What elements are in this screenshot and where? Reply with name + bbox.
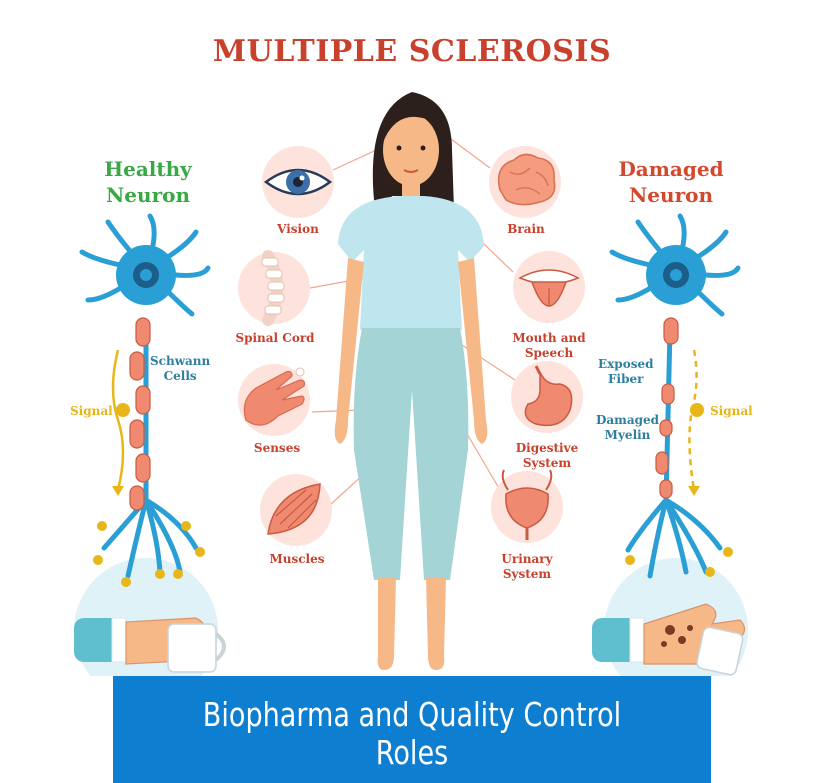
- label-digestive-line-1: Digestive: [515, 441, 579, 455]
- synapse-dots-damaged: [625, 547, 733, 577]
- caption-banner: Biopharma and Quality Control Roles: [113, 676, 711, 783]
- label-vision-text: Vision: [277, 222, 319, 236]
- label-urinary-line-2: System: [502, 567, 552, 581]
- label-healthy-signal-text: Signal: [70, 404, 113, 418]
- label-schwann-cells: Schwann Cells: [150, 354, 210, 384]
- label-mouth-line-2: Speech: [524, 346, 574, 360]
- label-spinal-cord-text: Spinal Cord: [235, 331, 315, 345]
- label-damaged-signal-text: Signal: [710, 404, 753, 418]
- caption-text: Biopharma and Quality Control Roles: [167, 696, 657, 772]
- label-damaged-myelin: Damaged Myelin: [596, 413, 659, 443]
- senses-icon: [238, 364, 310, 436]
- label-schwann-line-2: Cells: [163, 369, 197, 383]
- label-healthy-signal: Signal: [70, 404, 113, 419]
- label-schwann-line-1: Schwann: [150, 354, 211, 368]
- label-spinal-cord: Spinal Cord: [215, 331, 335, 346]
- label-senses: Senses: [217, 441, 337, 456]
- label-mouth-line-1: Mouth and: [512, 331, 586, 345]
- vision-icon: [262, 146, 334, 218]
- label-digestive: Digestive System: [487, 441, 607, 471]
- healthy-hand-icon: [74, 617, 226, 673]
- caption-line-1: Biopharma and Quality Control: [202, 695, 622, 734]
- label-brain: Brain: [466, 222, 586, 237]
- label-digestive-line-2: System: [522, 456, 572, 470]
- healthy-neuron-title: Healthy Neuron: [58, 156, 238, 208]
- damaged-neuron-title: Damaged Neuron: [581, 156, 761, 208]
- damaged-title-line-1: Damaged: [618, 157, 724, 181]
- synapse-dots: [93, 521, 205, 587]
- brain-icon: [489, 146, 561, 218]
- diagram-title: MULTIPLE SCLEROSIS: [212, 34, 612, 69]
- label-myelin-line-2: Myelin: [604, 428, 651, 442]
- label-urinary: Urinary System: [467, 552, 587, 582]
- damaged-hand-icon: [592, 603, 746, 676]
- label-muscles-text: Muscles: [269, 552, 325, 566]
- spinal-cord-icon: [238, 250, 310, 326]
- muscles-icon: [260, 474, 332, 546]
- label-urinary-line-1: Urinary: [501, 552, 553, 566]
- damaged-neuron: [609, 213, 741, 579]
- healthy-neuron: [79, 213, 211, 587]
- label-vision: Vision: [238, 222, 358, 237]
- label-myelin-line-1: Damaged: [596, 413, 660, 427]
- healthy-title-line-2: Neuron: [106, 183, 190, 207]
- caption-line-2: Roles: [375, 733, 449, 772]
- label-brain-text: Brain: [507, 222, 545, 236]
- label-mouth: Mouth and Speech: [489, 331, 609, 361]
- label-muscles: Muscles: [237, 552, 357, 567]
- label-exposed-line-1: Exposed: [598, 357, 654, 371]
- healthy-title-line-1: Healthy: [104, 157, 192, 181]
- woman-figure: [334, 92, 488, 670]
- urinary-icon: [491, 469, 563, 543]
- damaged-title-line-2: Neuron: [629, 183, 713, 207]
- label-exposed-line-2: Fiber: [608, 372, 644, 386]
- label-damaged-signal: Signal: [710, 404, 753, 419]
- label-senses-text: Senses: [253, 441, 301, 455]
- digestive-icon: [511, 361, 583, 433]
- label-exposed-fiber: Exposed Fiber: [598, 357, 653, 387]
- mouth-icon: [513, 251, 585, 323]
